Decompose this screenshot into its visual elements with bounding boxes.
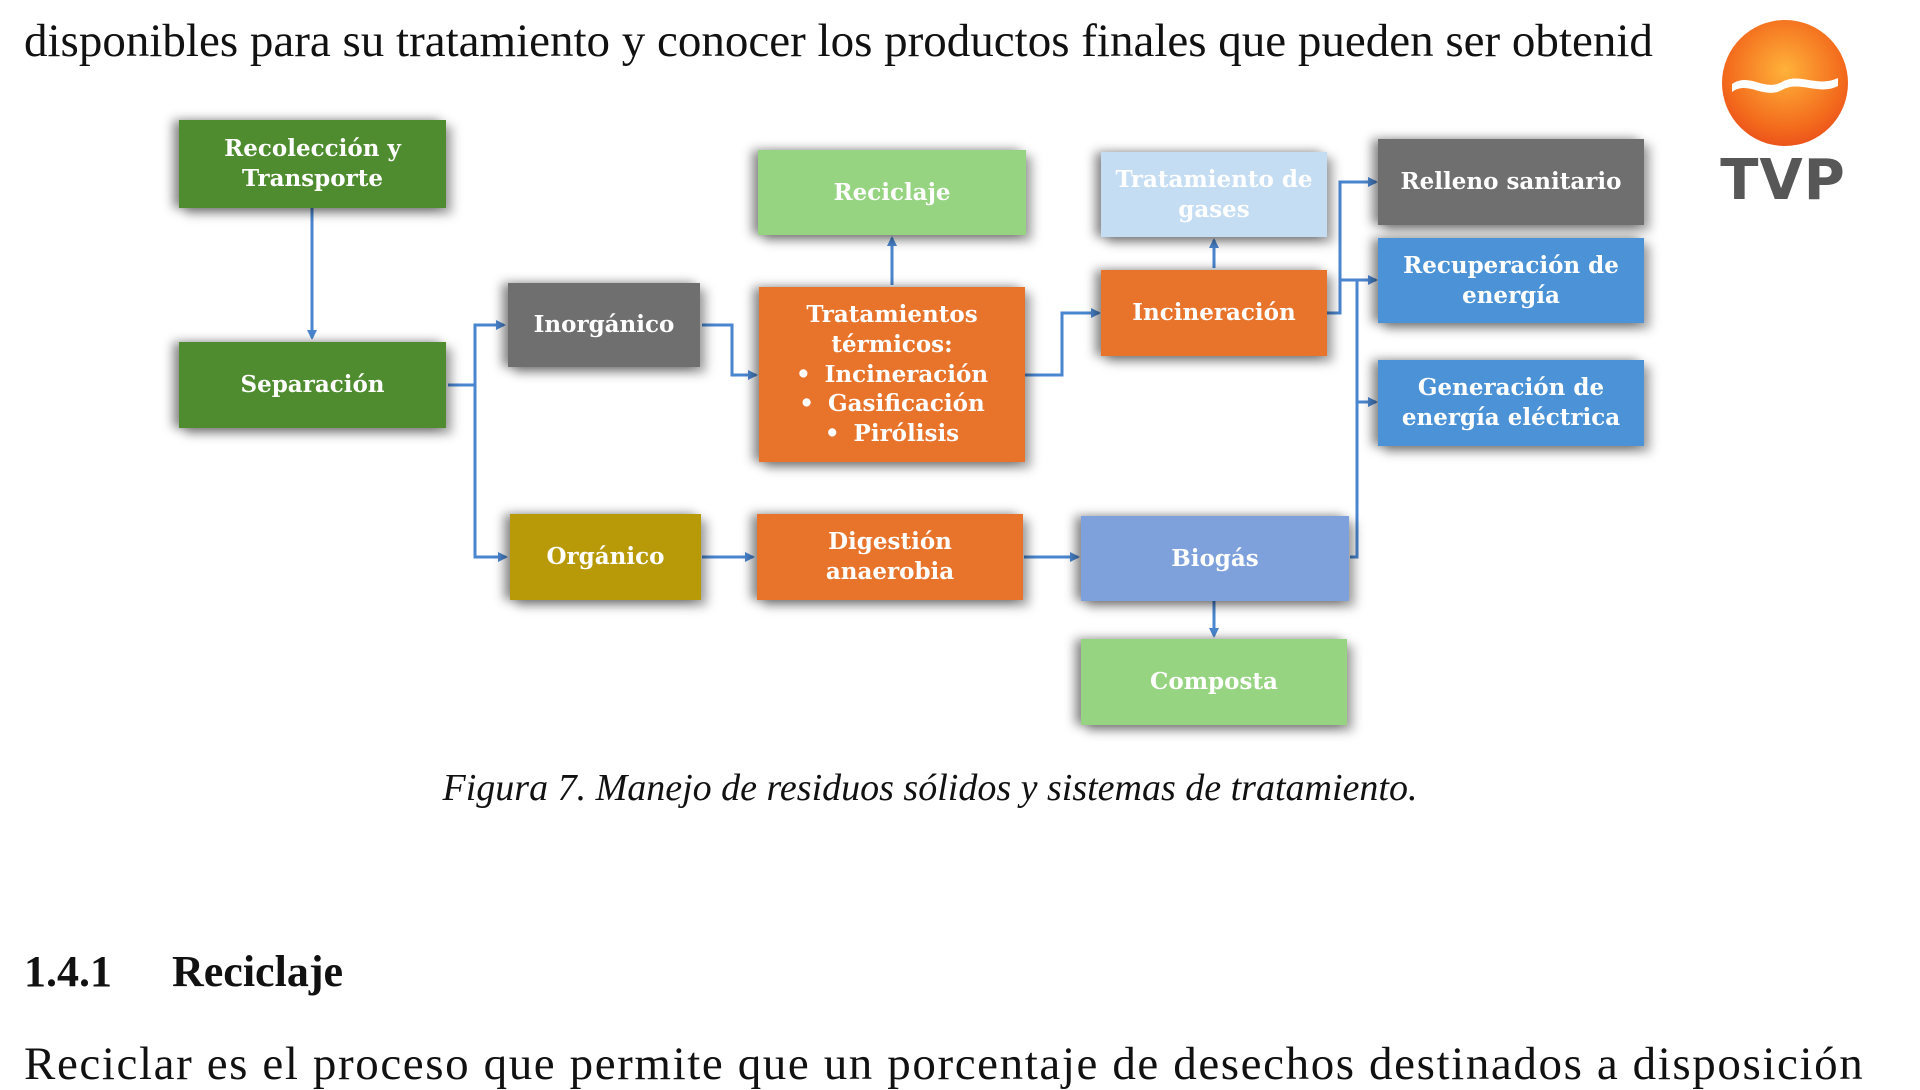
body-text-line-top: disponibles para su tratamiento y conoce… — [24, 15, 1653, 67]
arrow-incineracion-relleno — [1327, 177, 1378, 315]
box-organico: Orgánico — [510, 514, 701, 600]
arrow-separacion-inorganico — [448, 320, 506, 387]
box-reciclaje: Reciclaje — [758, 150, 1026, 235]
arrow-incineracion-recuperacion — [1338, 275, 1378, 300]
box-composta: Composta — [1081, 639, 1347, 725]
section-number: 1.4.1 — [24, 947, 112, 996]
tratamientos-item: Gasificación — [796, 389, 988, 419]
tvp-logo: TVP — [1712, 20, 1854, 213]
box-tratamientos-termicos: Tratamientos térmicos: Incineración Gasi… — [759, 287, 1025, 462]
sun-emblem-icon — [1722, 20, 1848, 146]
box-tratamiento-gases: Tratamiento de gases — [1101, 152, 1327, 237]
tratamientos-list: Incineración Gasificación Pirólisis — [796, 360, 988, 450]
connector-biogas-recuperacion — [1340, 278, 1359, 402]
arrow-inorganico-tratamientos — [702, 323, 758, 380]
section-heading: 1.4.1 Reciclaje — [24, 946, 343, 997]
box-recuperacion-energia: Recuperación de energía — [1378, 238, 1644, 323]
box-biogas: Biogás — [1081, 516, 1349, 601]
arrow-biogas-generacion — [1350, 397, 1378, 559]
figure-caption: Figura 7. Manejo de residuos sólidos y s… — [442, 767, 1418, 809]
box-separacion: Separación — [179, 342, 446, 428]
box-inorganico: Inorgánico — [508, 283, 700, 367]
section-title: Reciclaje — [172, 947, 343, 996]
box-incineracion: Incineración — [1101, 270, 1327, 356]
box-relleno-sanitario: Relleno sanitario — [1378, 139, 1644, 225]
box-generacion-energia-electrica: Generación de energía eléctrica — [1378, 360, 1644, 446]
box-digestion-anaerobia: Digestión anaerobia — [757, 514, 1023, 600]
tratamientos-item: Pirólisis — [796, 419, 988, 449]
arrow-separacion-organico — [448, 383, 508, 562]
arrow-tratamientos-incineracion — [1025, 308, 1101, 377]
logo-text: TVP — [1720, 148, 1846, 213]
bird-wave-icon — [1732, 78, 1838, 93]
tratamientos-title: Tratamientos térmicos: — [806, 300, 978, 358]
body-text-line-bottom: Reciclar es el proceso que permite que u… — [24, 1038, 1865, 1090]
tratamientos-item: Incineración — [796, 360, 988, 390]
box-recoleccion-transporte: Recolección y Transporte — [179, 120, 446, 208]
